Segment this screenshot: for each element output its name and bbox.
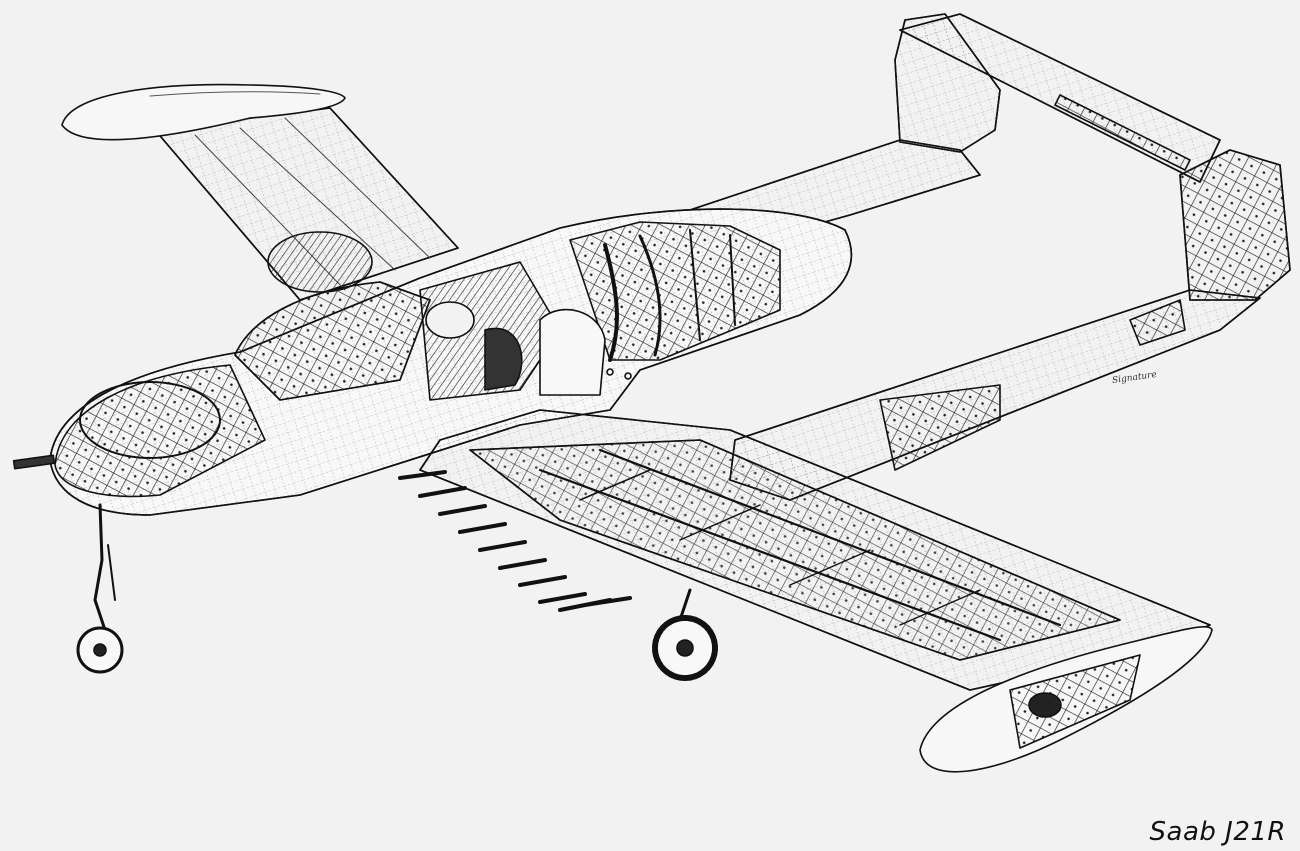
- tailplane: [900, 14, 1220, 182]
- rocket-rails: [400, 472, 630, 610]
- right-fin: [1180, 150, 1290, 300]
- caption-title: Saab J21R: [1149, 817, 1286, 847]
- nose-gun: [14, 455, 55, 468]
- intake-fairing: [540, 310, 631, 395]
- left-fin: [895, 14, 1000, 152]
- main-landing-gear: [655, 590, 715, 678]
- left-wingtip-tank: [62, 85, 345, 140]
- nose-section-cutaway: [55, 365, 265, 496]
- fuel-tank-section: [420, 262, 560, 400]
- engine-cutaway: [570, 222, 780, 360]
- nose-landing-gear: [78, 505, 122, 672]
- left-wing: [155, 108, 458, 300]
- right-wing: [420, 410, 1210, 690]
- cockpit-canopy: [235, 282, 430, 400]
- right-wingtip-tank: [920, 627, 1212, 772]
